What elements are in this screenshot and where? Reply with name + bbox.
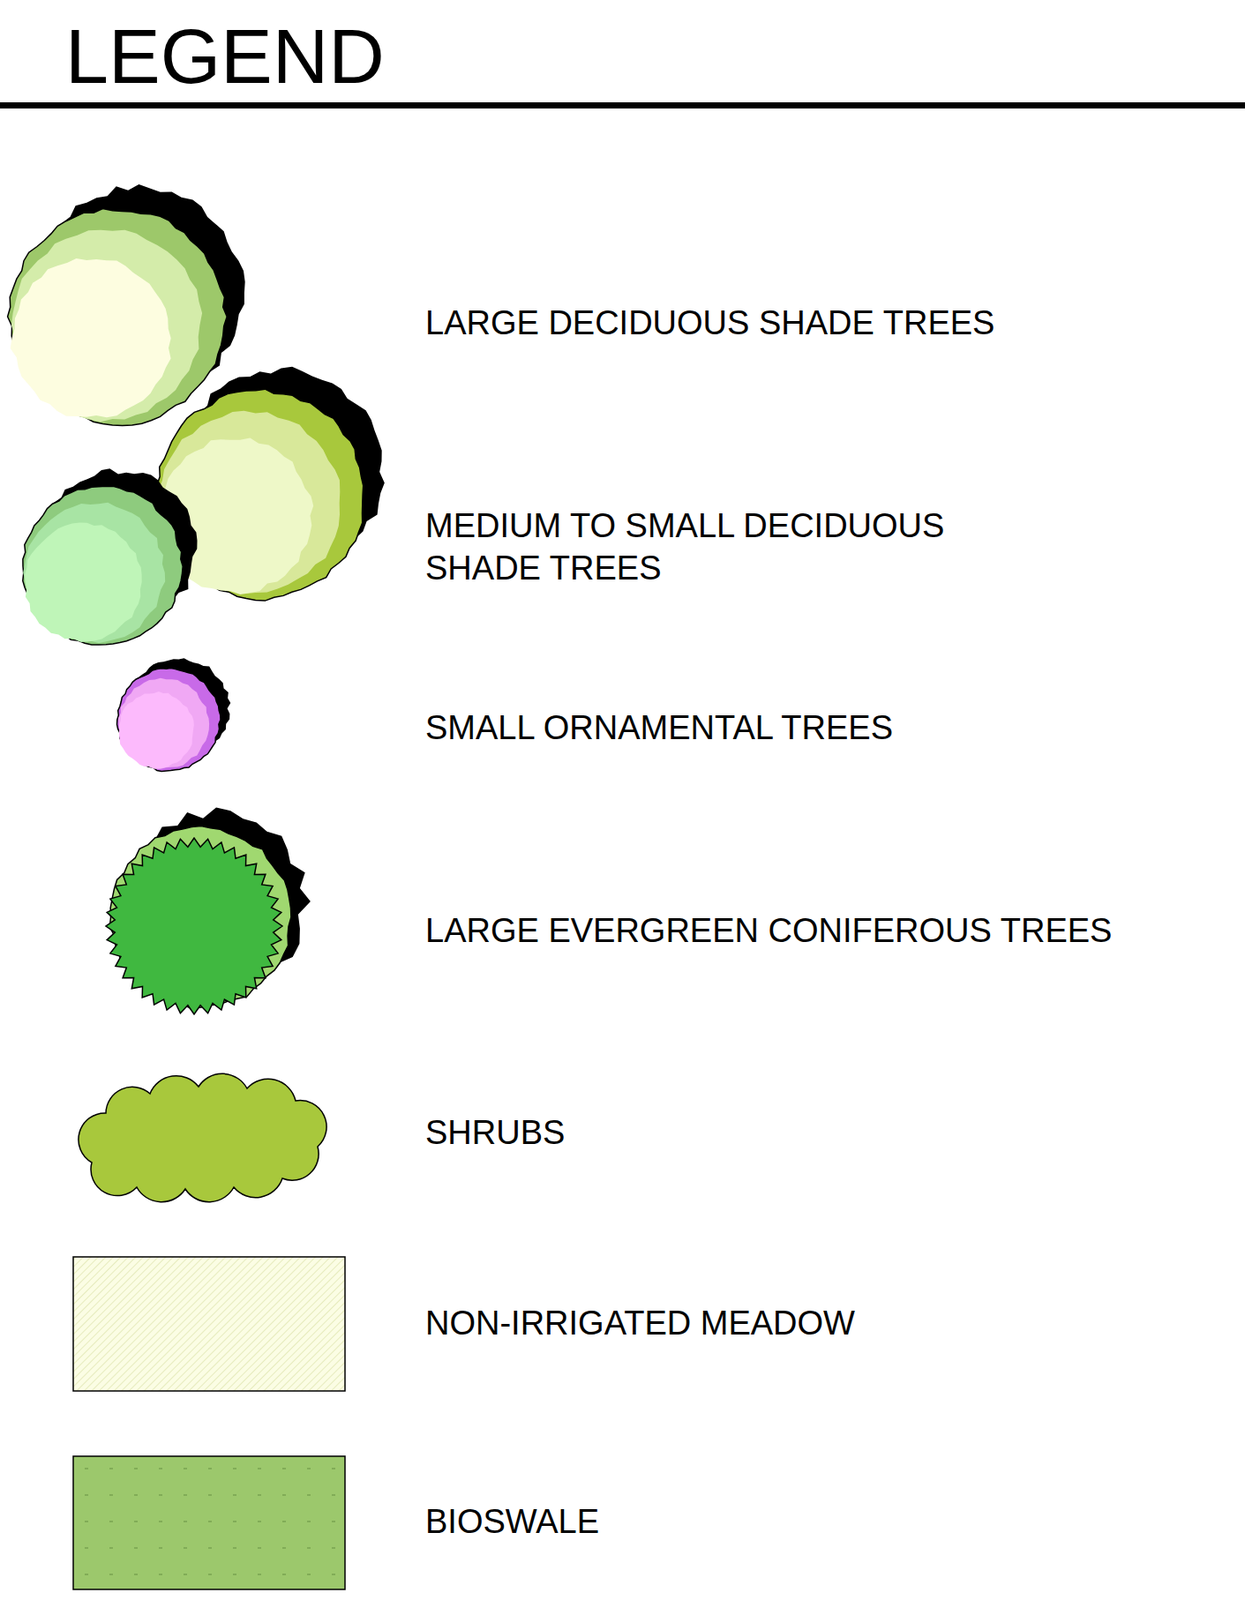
legend-label: SMALL ORNAMENTAL TREES xyxy=(425,706,893,750)
legend-label: LARGE EVERGREEN CONIFEROUS TREES xyxy=(425,909,1112,953)
legend-label: NON-IRRIGATED MEADOW xyxy=(425,1302,855,1345)
shrub-symbol xyxy=(78,1073,327,1202)
tree-layer xyxy=(24,523,143,643)
legend-label: SHRUBS xyxy=(425,1111,565,1155)
legend-label: MEDIUM TO SMALL DECIDUOUS SHADE TREES xyxy=(425,504,1043,590)
legend-title: LEGEND xyxy=(65,12,385,101)
tree-symbols xyxy=(7,184,385,1015)
tree-layer xyxy=(22,486,183,645)
title-rule xyxy=(0,102,1245,109)
meadow-swatch xyxy=(73,1257,345,1392)
bioswale-swatch xyxy=(73,1456,345,1590)
tree-layer xyxy=(119,691,195,770)
tree-layer xyxy=(22,502,165,644)
tree-layer xyxy=(117,667,222,772)
legend-label: LARGE DECIDUOUS SHADE TREES xyxy=(425,301,995,345)
legend-label: BIOSWALE xyxy=(425,1500,600,1544)
tree-layer xyxy=(118,678,210,770)
tree-layer xyxy=(105,838,283,1015)
tree-layer xyxy=(10,258,172,418)
tree-layer xyxy=(7,209,228,427)
